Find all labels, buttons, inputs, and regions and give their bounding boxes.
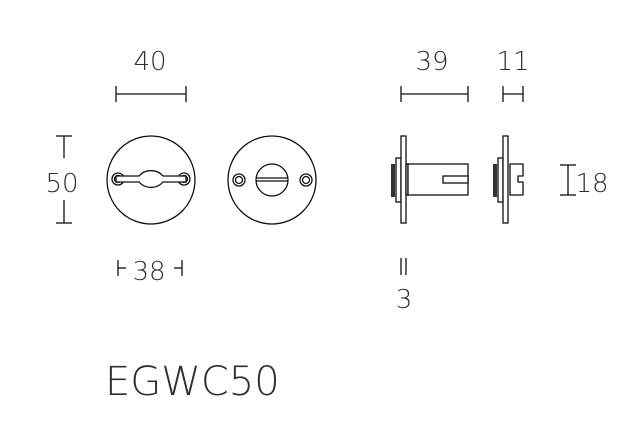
dim-18: 18 bbox=[575, 169, 608, 199]
turn-side-view bbox=[493, 135, 524, 224]
dim-39: 39 bbox=[415, 47, 448, 77]
dim-11: 11 bbox=[496, 47, 529, 77]
dim-line-50 bbox=[56, 135, 72, 224]
dim-line-11 bbox=[502, 86, 524, 102]
release-rosette-front-view bbox=[106, 135, 196, 225]
turn-rosette-front-view bbox=[227, 135, 317, 225]
dim-3: 3 bbox=[396, 285, 413, 315]
dim-line-38 bbox=[117, 260, 183, 276]
dim-line-40 bbox=[115, 86, 187, 102]
dim-38: 38 bbox=[132, 257, 165, 287]
dim-line-3 bbox=[400, 258, 407, 275]
dim-line-39 bbox=[400, 86, 469, 102]
model-name: EGWC50 bbox=[105, 359, 280, 405]
dim-50: 50 bbox=[45, 169, 78, 199]
dim-line-18 bbox=[560, 164, 576, 196]
release-side-view bbox=[391, 135, 469, 224]
dim-40: 40 bbox=[133, 47, 166, 77]
